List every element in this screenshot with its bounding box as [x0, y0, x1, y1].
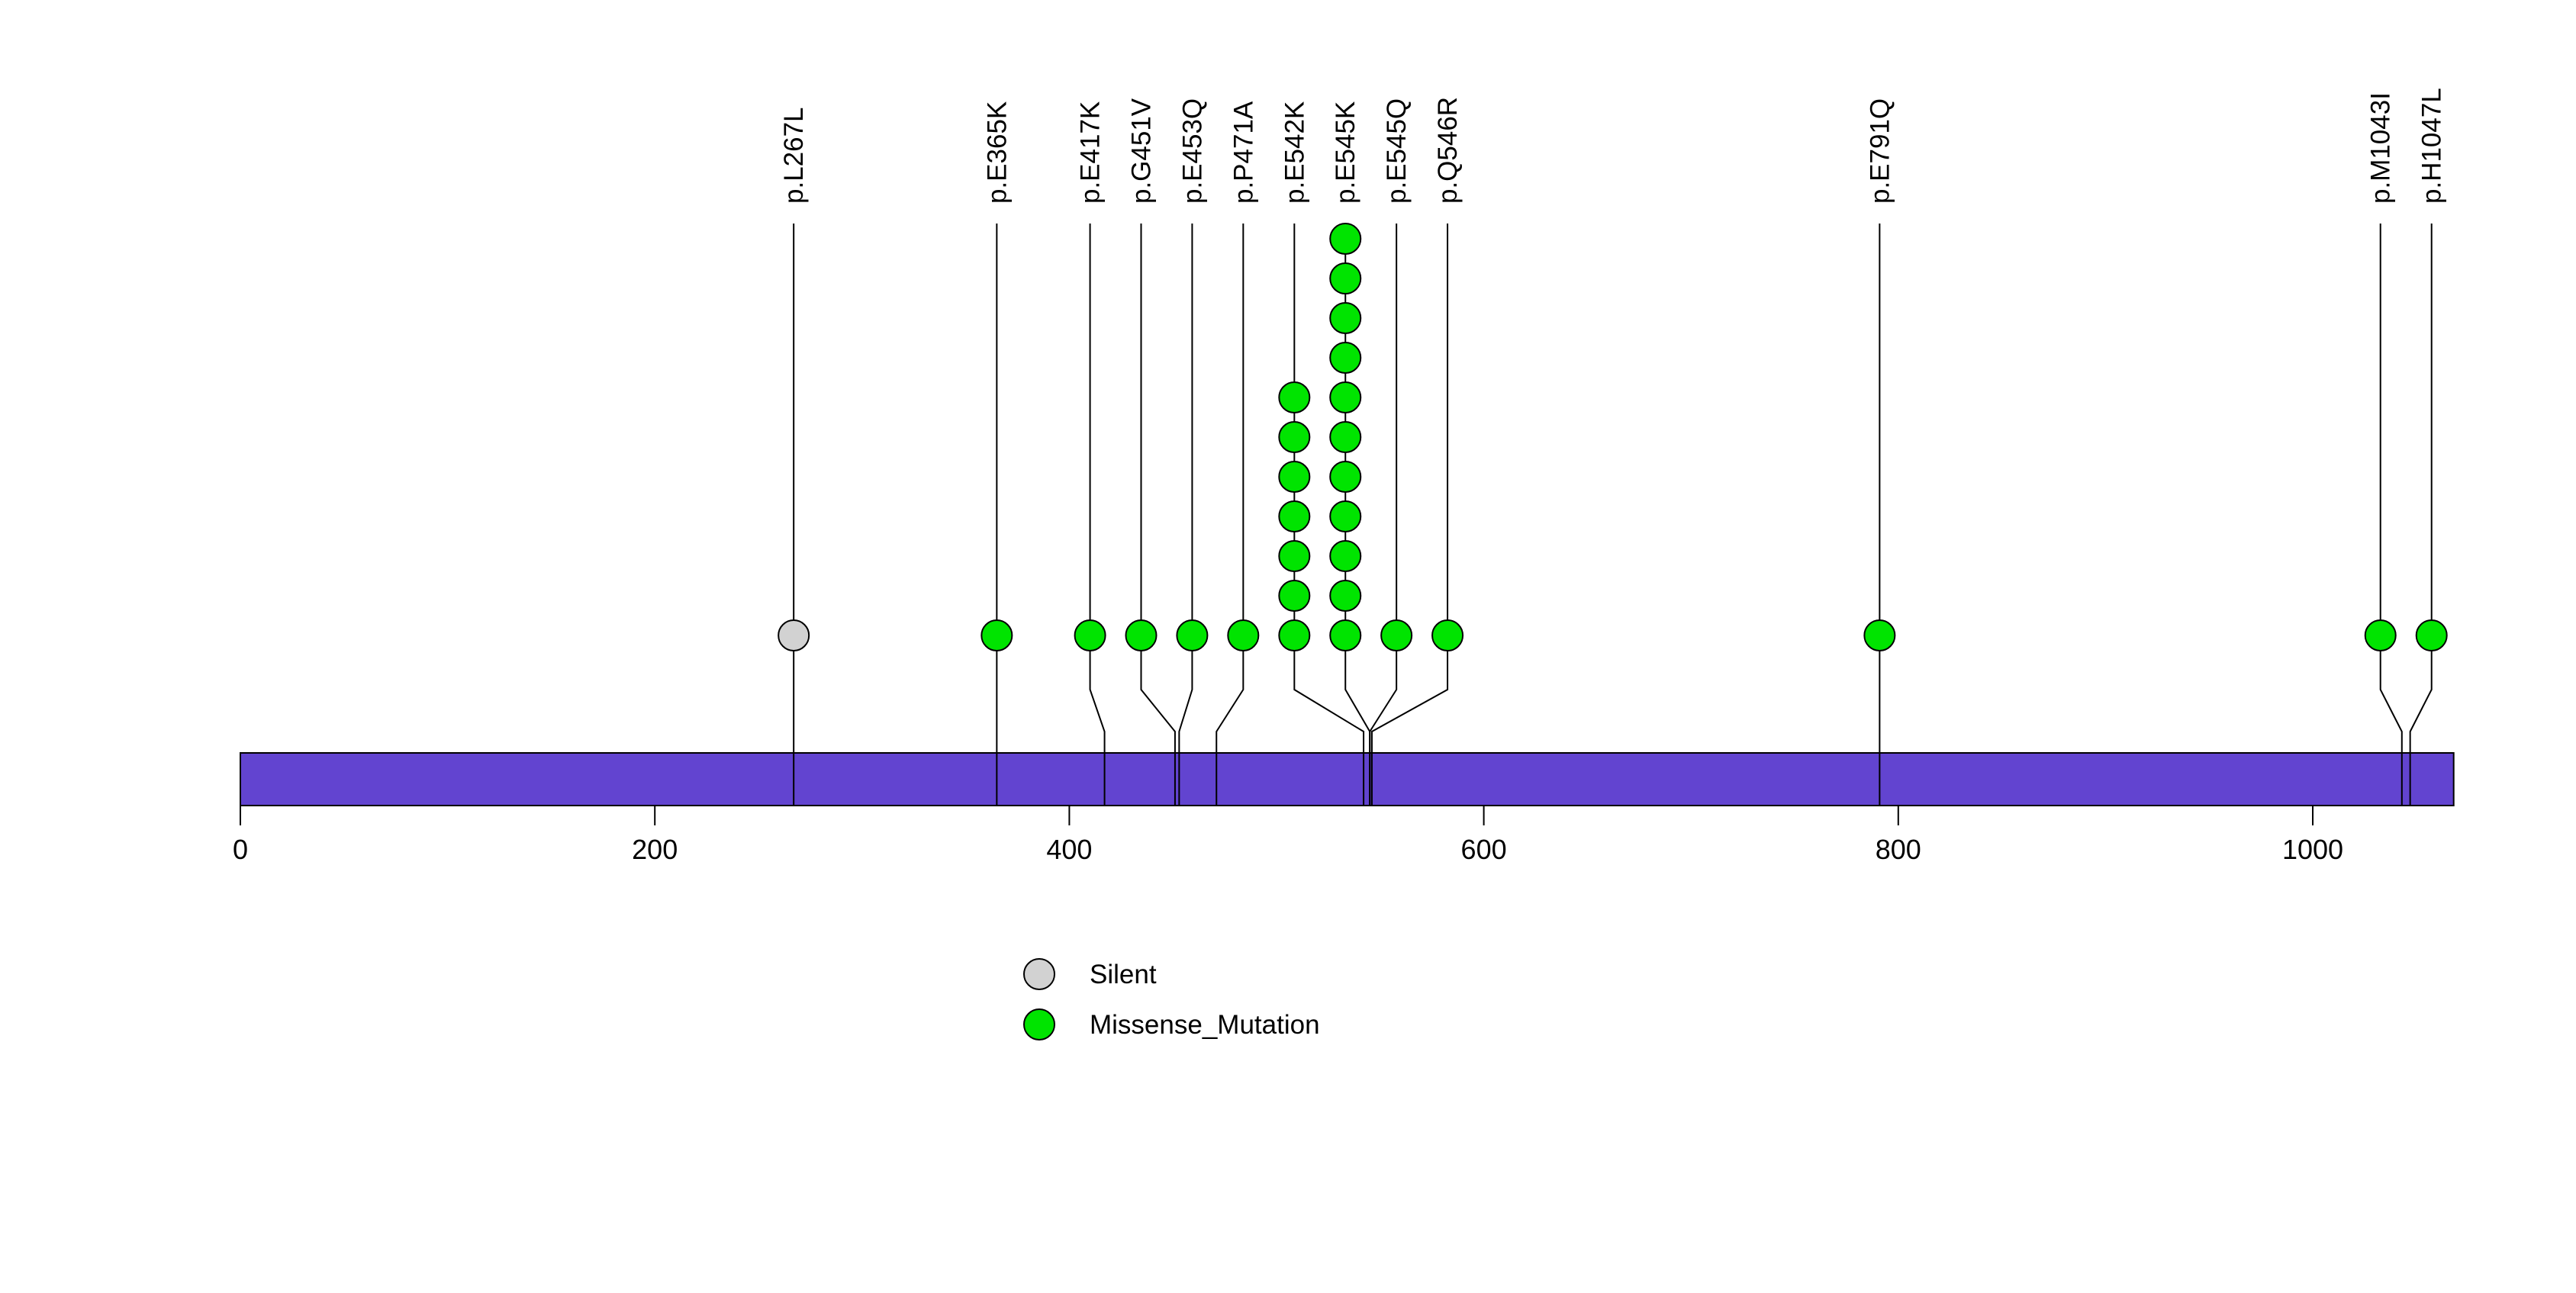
mutation-circle [1329, 421, 1362, 453]
mutation-label: p.E545K [1331, 101, 1360, 204]
axis-tick-label: 800 [1876, 834, 1921, 865]
mutation-circle [1278, 540, 1311, 572]
mutation-label: p.G451V [1126, 98, 1156, 204]
mutation-circle [1278, 421, 1311, 453]
mutation-label: p.E545Q [1382, 98, 1412, 204]
mutation-label: p.E365K [982, 101, 1012, 204]
mutation-label: p.E453Q [1177, 98, 1207, 204]
mutation-stem [1089, 224, 1106, 806]
axis-tick-label: 200 [632, 834, 678, 865]
mutation-circle [1329, 500, 1362, 532]
mutation-label: p.L267L [779, 107, 809, 204]
mutation-stem [1370, 224, 1449, 806]
legend-swatch-silent [1023, 958, 1055, 990]
gene-bar [240, 752, 2455, 806]
mutation-circle [1278, 461, 1311, 493]
mutation-stem [2379, 224, 2403, 806]
mutation-circle [1074, 619, 1106, 651]
mutation-label: p.E542K [1280, 101, 1309, 204]
axis-tick-label: 400 [1046, 834, 1092, 865]
mutation-circle [1329, 619, 1362, 651]
axis-tick-label: 600 [1461, 834, 1507, 865]
mutation-stem [1216, 224, 1245, 806]
mutation-circle [1431, 619, 1464, 651]
mutation-circle [1329, 381, 1362, 413]
mutation-circle [2415, 619, 2448, 651]
mutation-stem [1293, 224, 1365, 806]
mutation-circle [1329, 540, 1362, 572]
mutation-stem [1140, 224, 1176, 806]
mutation-circle [1329, 461, 1362, 493]
mutation-circle [1278, 580, 1311, 612]
mutation-label: p.Q546R [1433, 97, 1463, 204]
mutation-circle [1176, 619, 1209, 651]
mutation-circle [1329, 262, 1362, 294]
mutation-label: p.E791Q [1865, 98, 1895, 204]
legend-label-silent: Silent [1090, 960, 1157, 989]
mutation-circle [1329, 580, 1362, 612]
mutation-circle [980, 619, 1013, 651]
mutation-circle [1329, 302, 1362, 334]
legend-swatch-missense_mutation [1023, 1008, 1055, 1041]
mutation-stem [2409, 224, 2433, 806]
mutation-circle [2364, 619, 2397, 651]
mutation-circle [1278, 619, 1311, 651]
mutation-circle [1863, 619, 1896, 651]
mutation-circle [1329, 342, 1362, 374]
mutation-circle [1278, 500, 1311, 532]
mutation-circle [1125, 619, 1158, 651]
mutation-label: p.M1043I [2366, 92, 2396, 204]
mutation-stem [1178, 224, 1193, 806]
axis-tick-label: 0 [233, 834, 248, 865]
legend-label-missense_mutation: Missense_Mutation [1090, 1010, 1320, 1040]
mutation-circle [1227, 619, 1260, 651]
mutation-circle [1380, 619, 1413, 651]
mutation-label: p.E417K [1076, 101, 1106, 204]
mutation-stem [1369, 224, 1398, 806]
axis-tick-label: 1000 [2282, 834, 2343, 865]
mutation-circle [1329, 223, 1362, 255]
mutation-circle [1278, 381, 1311, 413]
mutation-label: p.P471A [1228, 101, 1258, 204]
mutation-label: p.H1047L [2417, 88, 2447, 204]
mutation-circle [778, 619, 810, 651]
